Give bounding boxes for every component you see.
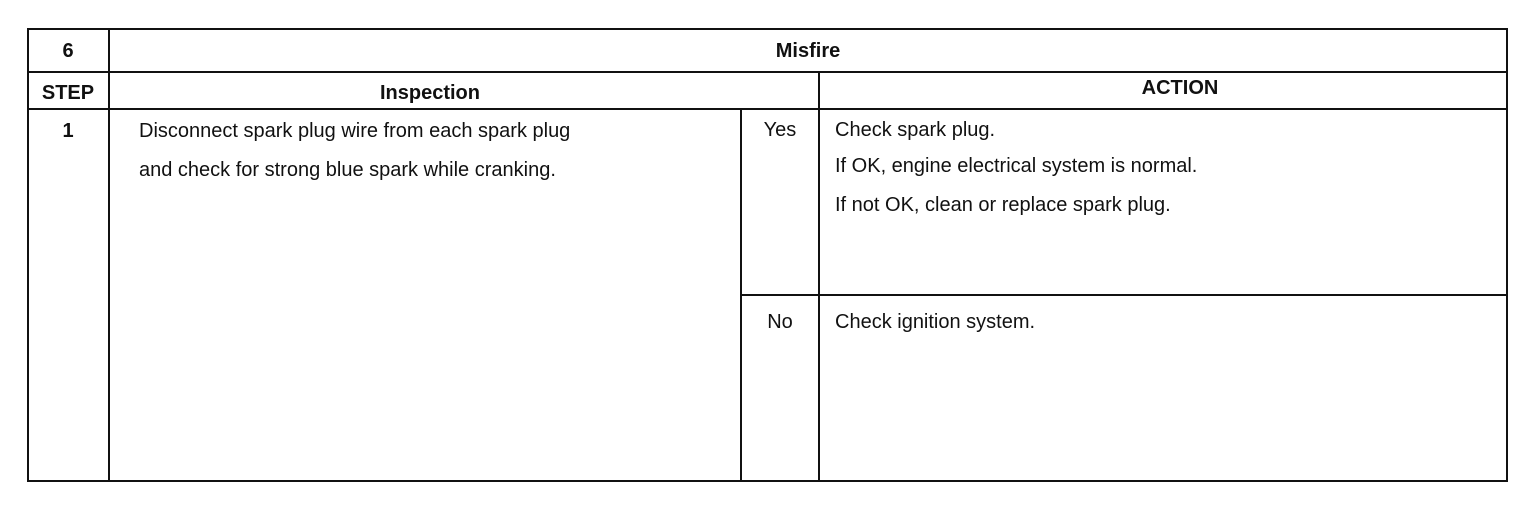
section-number: 6 <box>62 40 74 62</box>
table-divider-action <box>818 71 820 482</box>
table-border-top <box>27 28 1508 30</box>
table-divider-header <box>27 108 1508 110</box>
action-yes-line-2: If OK, engine electrical system is norma… <box>835 155 1198 177</box>
inspection-line-2: and check for strong blue spark while cr… <box>139 159 556 181</box>
header-inspection: Inspection <box>379 82 480 104</box>
action-no-line-1: Check ignition system. <box>835 311 1036 333</box>
table-divider-title <box>27 71 1508 73</box>
header-step: STEP <box>41 82 95 104</box>
table-border-bottom <box>27 480 1508 482</box>
table-border-left <box>27 28 29 482</box>
inspection-line-1: Disconnect spark plug wire from each spa… <box>139 120 571 142</box>
step-number: 1 <box>62 120 74 142</box>
table-border-right <box>1506 28 1508 482</box>
action-yes-line-1: Check spark plug. <box>835 119 996 141</box>
table-divider-step <box>108 28 110 482</box>
table-divider-answer <box>740 108 742 482</box>
table-divider-yes-no <box>741 294 1508 296</box>
section-title: Misfire <box>775 40 841 62</box>
action-yes-line-3: If not OK, clean or replace spark plug. <box>835 194 1171 216</box>
answer-no: No <box>767 311 793 333</box>
answer-yes: Yes <box>763 119 797 141</box>
header-action: ACTION <box>1141 77 1219 99</box>
